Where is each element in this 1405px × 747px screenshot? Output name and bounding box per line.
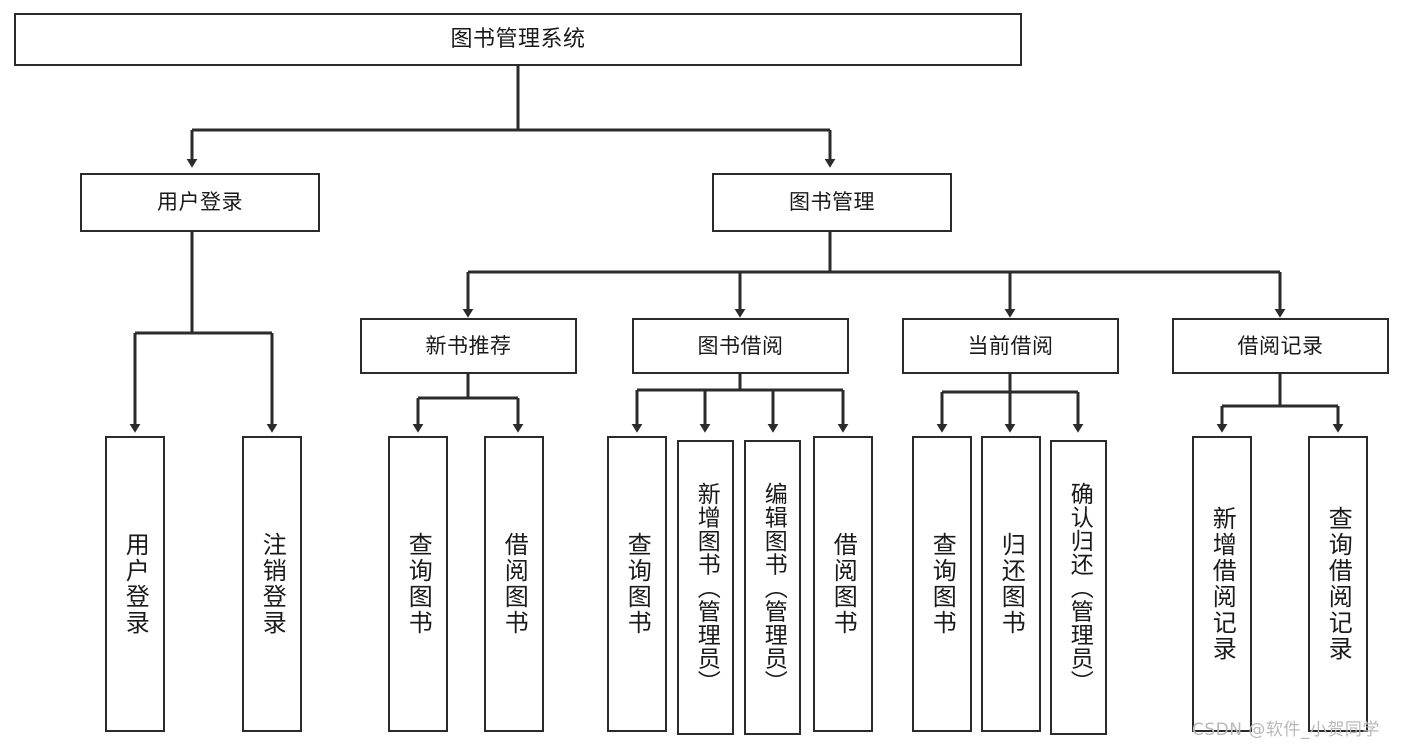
node-label: 借阅图书 xyxy=(829,532,858,636)
leaf-edit-book[interactable]: 编辑图书（管理员） xyxy=(744,440,801,735)
node-label: 用户登录 xyxy=(157,190,243,215)
node-label: 查询借阅记录 xyxy=(1324,506,1353,662)
node-label: 当前借阅 xyxy=(967,333,1054,358)
node-label: 用户登录 xyxy=(121,532,150,636)
leaf-add-borrow-record[interactable]: 新增借阅记录 xyxy=(1192,436,1252,732)
node-label: 查询图书 xyxy=(928,532,957,636)
node-label: 归还图书 xyxy=(997,532,1026,636)
leaf-logout-login[interactable]: 注销登录 xyxy=(242,436,302,732)
node-label: 新书推荐 xyxy=(425,333,512,358)
leaf-borrow-book-borrow[interactable]: 借阅图书 xyxy=(813,436,873,732)
node-root-system[interactable]: 图书管理系统 xyxy=(14,13,1022,66)
node-label: 新增图书（管理员） xyxy=(693,481,720,694)
node-label: 新增借阅记录 xyxy=(1208,506,1237,662)
leaf-query-book-borrow[interactable]: 查询图书 xyxy=(607,436,667,732)
node-user-login[interactable]: 用户登录 xyxy=(80,173,320,232)
leaf-confirm-return[interactable]: 确认归还（管理员） xyxy=(1050,440,1107,735)
node-label: 确认归还（管理员） xyxy=(1066,481,1093,694)
leaf-query-book-recommend[interactable]: 查询图书 xyxy=(388,436,448,732)
node-label: 借阅记录 xyxy=(1237,333,1324,358)
node-current-borrow[interactable]: 当前借阅 xyxy=(902,318,1119,374)
node-label: 注销登录 xyxy=(258,532,287,636)
node-label: 图书借阅 xyxy=(697,333,784,358)
node-borrow-record[interactable]: 借阅记录 xyxy=(1172,318,1389,374)
leaf-return-book[interactable]: 归还图书 xyxy=(981,436,1041,732)
node-label: 图书管理 xyxy=(789,190,875,215)
node-new-book-recommend[interactable]: 新书推荐 xyxy=(360,318,577,374)
node-label: 图书管理系统 xyxy=(450,26,586,52)
node-label: 查询图书 xyxy=(404,532,433,636)
node-label: 借阅图书 xyxy=(500,532,529,636)
node-label: 编辑图书（管理员） xyxy=(760,481,787,694)
leaf-query-borrow-record[interactable]: 查询借阅记录 xyxy=(1308,436,1368,732)
node-book-borrow[interactable]: 图书借阅 xyxy=(632,318,849,374)
csdn-watermark: CSDN @软件_小贺同学 xyxy=(1192,720,1380,740)
leaf-borrow-book-recommend[interactable]: 借阅图书 xyxy=(484,436,544,732)
leaf-add-book[interactable]: 新增图书（管理员） xyxy=(677,440,734,735)
node-label: 查询图书 xyxy=(623,532,652,636)
leaf-query-book-current[interactable]: 查询图书 xyxy=(912,436,972,732)
leaf-user-login[interactable]: 用户登录 xyxy=(105,436,165,732)
node-book-management[interactable]: 图书管理 xyxy=(712,173,952,232)
